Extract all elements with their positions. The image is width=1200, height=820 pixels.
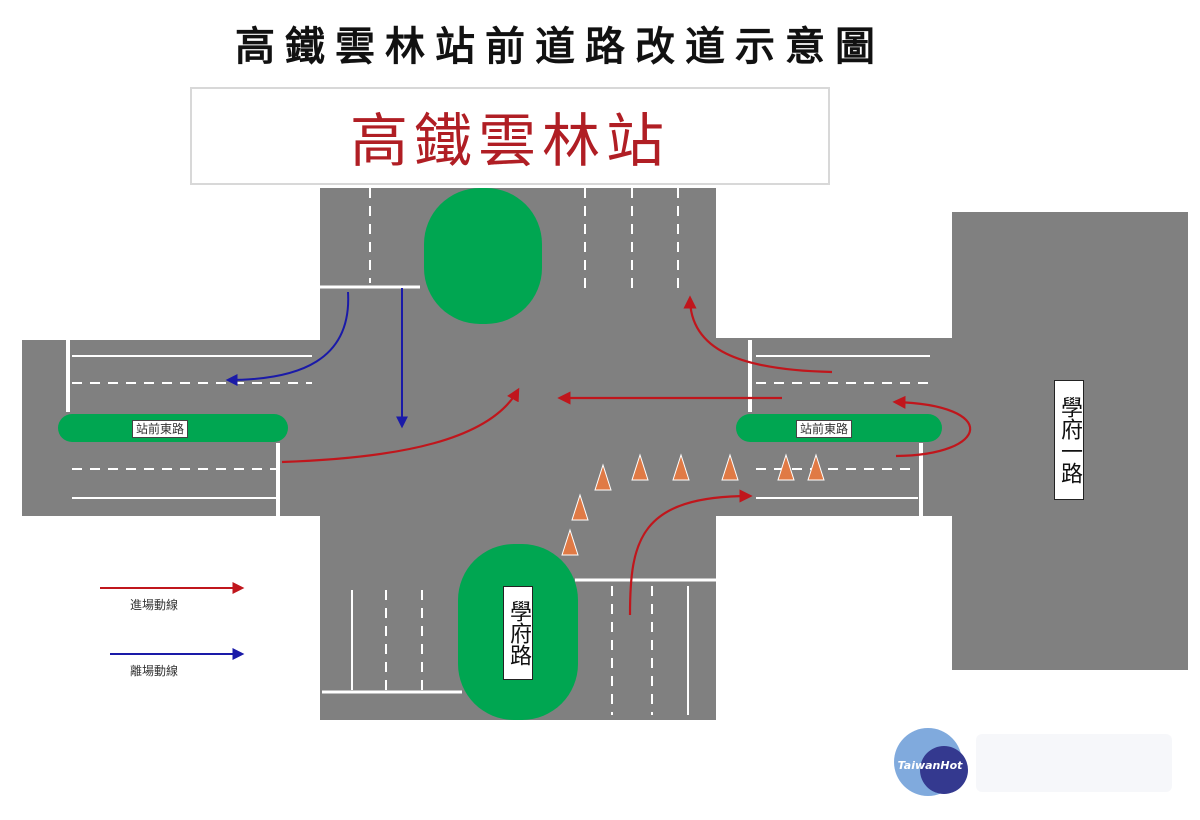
road-center xyxy=(320,338,716,518)
exit-arrows xyxy=(225,288,408,429)
cone xyxy=(561,528,579,556)
road-label-xuefu: 學府路 xyxy=(503,586,533,680)
page-title: 高鐵雲林站前道路改道示意圖 xyxy=(235,23,885,70)
cone xyxy=(721,453,739,481)
station-name: 高鐵雲林站 xyxy=(349,107,670,175)
cone xyxy=(631,453,649,481)
entry-arrow-uturn xyxy=(892,395,972,458)
entry-arrows xyxy=(281,295,972,616)
entry-arrow-west-left xyxy=(281,387,520,464)
road-label-xuefu-1st: 學府一路 xyxy=(1054,380,1084,500)
watermark-text: TaiwanHot xyxy=(897,759,963,772)
cone xyxy=(594,463,612,491)
entry-arrow-east-right xyxy=(683,295,833,374)
road-label-station-east-east: 站前東路 xyxy=(796,420,853,438)
cone xyxy=(807,453,825,481)
cone xyxy=(571,493,589,521)
road-surface xyxy=(22,188,1188,720)
road-label-station-east-west: 站前東路 xyxy=(132,420,189,438)
cone xyxy=(777,453,795,481)
legend-entry-label: 進場動線 xyxy=(130,598,179,612)
entry-arrow-south-right xyxy=(628,489,753,616)
station-sign: 高鐵雲林站 xyxy=(190,87,830,185)
legend-exit-label: 離場動線 xyxy=(130,664,179,678)
taiwanhot-logo xyxy=(894,728,1172,796)
median-north xyxy=(424,188,542,324)
exit-arrow-north-right xyxy=(225,291,350,386)
traffic-cones xyxy=(561,453,825,556)
legend xyxy=(100,582,245,660)
lane-markings xyxy=(66,188,930,715)
cone xyxy=(672,453,690,481)
